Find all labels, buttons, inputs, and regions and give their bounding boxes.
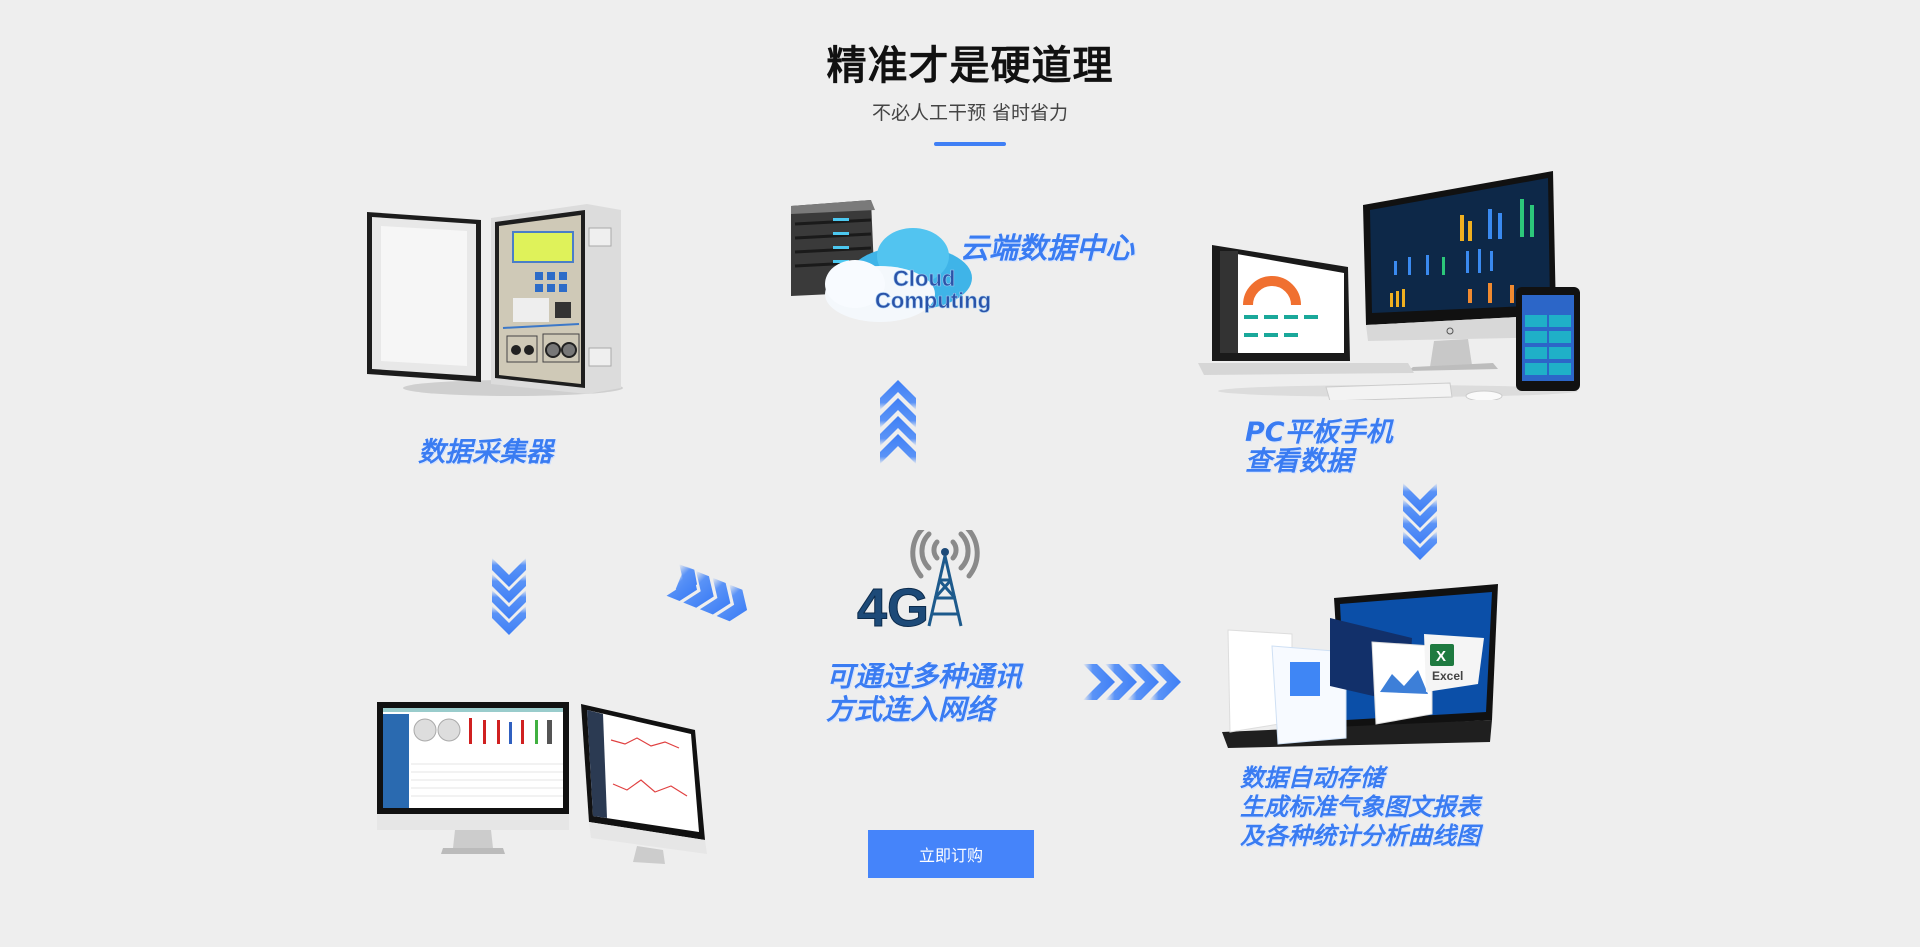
chevron-up-icon: [880, 380, 916, 470]
chevron-diagonal-icon: [660, 560, 760, 630]
collector-label: 数据采集器: [418, 437, 553, 468]
storage-label-line2: 生成标准气象图文报表: [1240, 793, 1480, 821]
devices-label-line2: 查看数据: [1245, 446, 1353, 477]
excel-letter: X: [1436, 648, 1446, 665]
laptop-reports-image: X Excel: [1222, 582, 1507, 754]
chevron-down-icon: [1403, 483, 1437, 567]
page-subtitle: 不必人工干预 省时省力: [871, 102, 1069, 124]
devices-label: PC平板手机 查看数据: [1245, 418, 1393, 476]
chevron-right-icon: [1083, 664, 1187, 700]
cloud-text-line1: Cloud: [893, 266, 955, 291]
devices-label-line1: PC平板手机: [1245, 417, 1393, 448]
order-now-button[interactable]: 立即订购: [868, 830, 1034, 878]
network-label: 可通过多种通讯 方式连入网络: [826, 660, 1022, 726]
title-underline: [934, 142, 1006, 146]
cloud-label: 云端数据中心: [960, 231, 1135, 265]
cloud-text-line2: Computing: [875, 288, 991, 313]
desktop-monitors-image: [375, 700, 715, 865]
network-label-line1: 可通过多种通讯: [826, 660, 1023, 693]
data-logger-image: [363, 198, 633, 398]
pc-tablet-devices-image: [1198, 165, 1598, 400]
cloud-computing-image: Cloud Computing: [785, 196, 1000, 328]
storage-label: 数据自动存储 生成标准气象图文报表 及各种统计分析曲线图: [1240, 764, 1480, 851]
4g-tower-image: 4G: [855, 530, 995, 630]
page-title: 精准才是硬道理: [826, 43, 1114, 89]
storage-label-line3: 及各种统计分析曲线图: [1240, 822, 1480, 850]
excel-text: Excel: [1432, 669, 1463, 683]
chevron-down-icon: [492, 558, 526, 642]
network-label-line2: 方式连入网络: [826, 693, 995, 726]
storage-label-line1: 数据自动存储: [1240, 764, 1384, 792]
4g-text: 4G: [857, 578, 929, 630]
